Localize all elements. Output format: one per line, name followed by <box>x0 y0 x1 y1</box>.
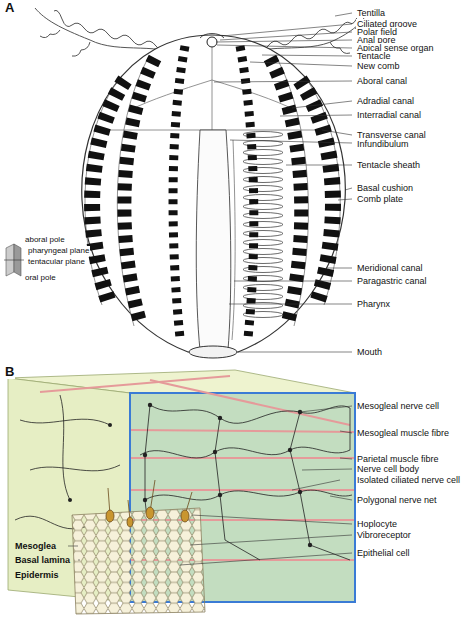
part-label: Interradial canal <box>356 110 422 120</box>
axis-label: aboral pole <box>24 235 66 244</box>
panel-letter: A <box>4 1 15 16</box>
axis-label: pharyngeal plane <box>27 246 90 255</box>
apical-organ <box>207 37 217 47</box>
part-label: Adradial canal <box>356 96 415 106</box>
part-label: Mouth <box>356 347 383 357</box>
layer-label: Epidermis <box>14 570 60 580</box>
body-outline <box>82 35 346 352</box>
axis-label: oral pole <box>24 273 57 282</box>
part-label: Comb plate <box>356 194 404 204</box>
hoplocytes <box>106 480 192 527</box>
axis-label: tentacular plane <box>27 257 86 266</box>
part-label: Infundibulum <box>356 139 410 149</box>
part-label: Tentacle sheath <box>356 160 421 170</box>
part-label: Hoplocyte <box>356 519 398 529</box>
part-label: Basal cushion <box>356 183 414 193</box>
leader-lines <box>214 13 352 352</box>
part-label: Polygonal nerve net <box>356 495 438 505</box>
part-label: Meridional canal <box>356 263 424 273</box>
comb-rows <box>92 46 333 338</box>
layer-label: Basal lamina <box>14 555 71 565</box>
pharynx <box>196 130 231 350</box>
part-label: Paragastric canal <box>356 276 428 286</box>
part-label: New comb <box>356 61 401 71</box>
leader-lines-b <box>68 406 352 565</box>
part-label: Parietal muscle fibre <box>356 454 440 464</box>
part-label: Mesogleal nerve cell <box>356 401 440 411</box>
part-label: Vibroreceptor <box>356 530 412 540</box>
epithelium <box>72 508 205 614</box>
part-label: Pharynx <box>356 299 391 309</box>
part-label: Nerve cell body <box>356 464 420 474</box>
tentacle-sheath <box>240 130 286 320</box>
part-label: Tentacle <box>356 51 392 61</box>
part-label: Tentilla <box>356 8 386 18</box>
part-label: Aboral canal <box>356 76 408 86</box>
part-label: Isolated ciliated nerve cell <box>356 475 461 485</box>
mouth <box>189 346 237 358</box>
orientation-icon <box>4 244 24 276</box>
part-label: Mesogleal muscle fibre <box>356 428 450 438</box>
part-label: Epithelial cell <box>356 548 411 558</box>
layer-label: Mesoglea <box>14 541 57 551</box>
panel-letter: B <box>4 365 15 380</box>
